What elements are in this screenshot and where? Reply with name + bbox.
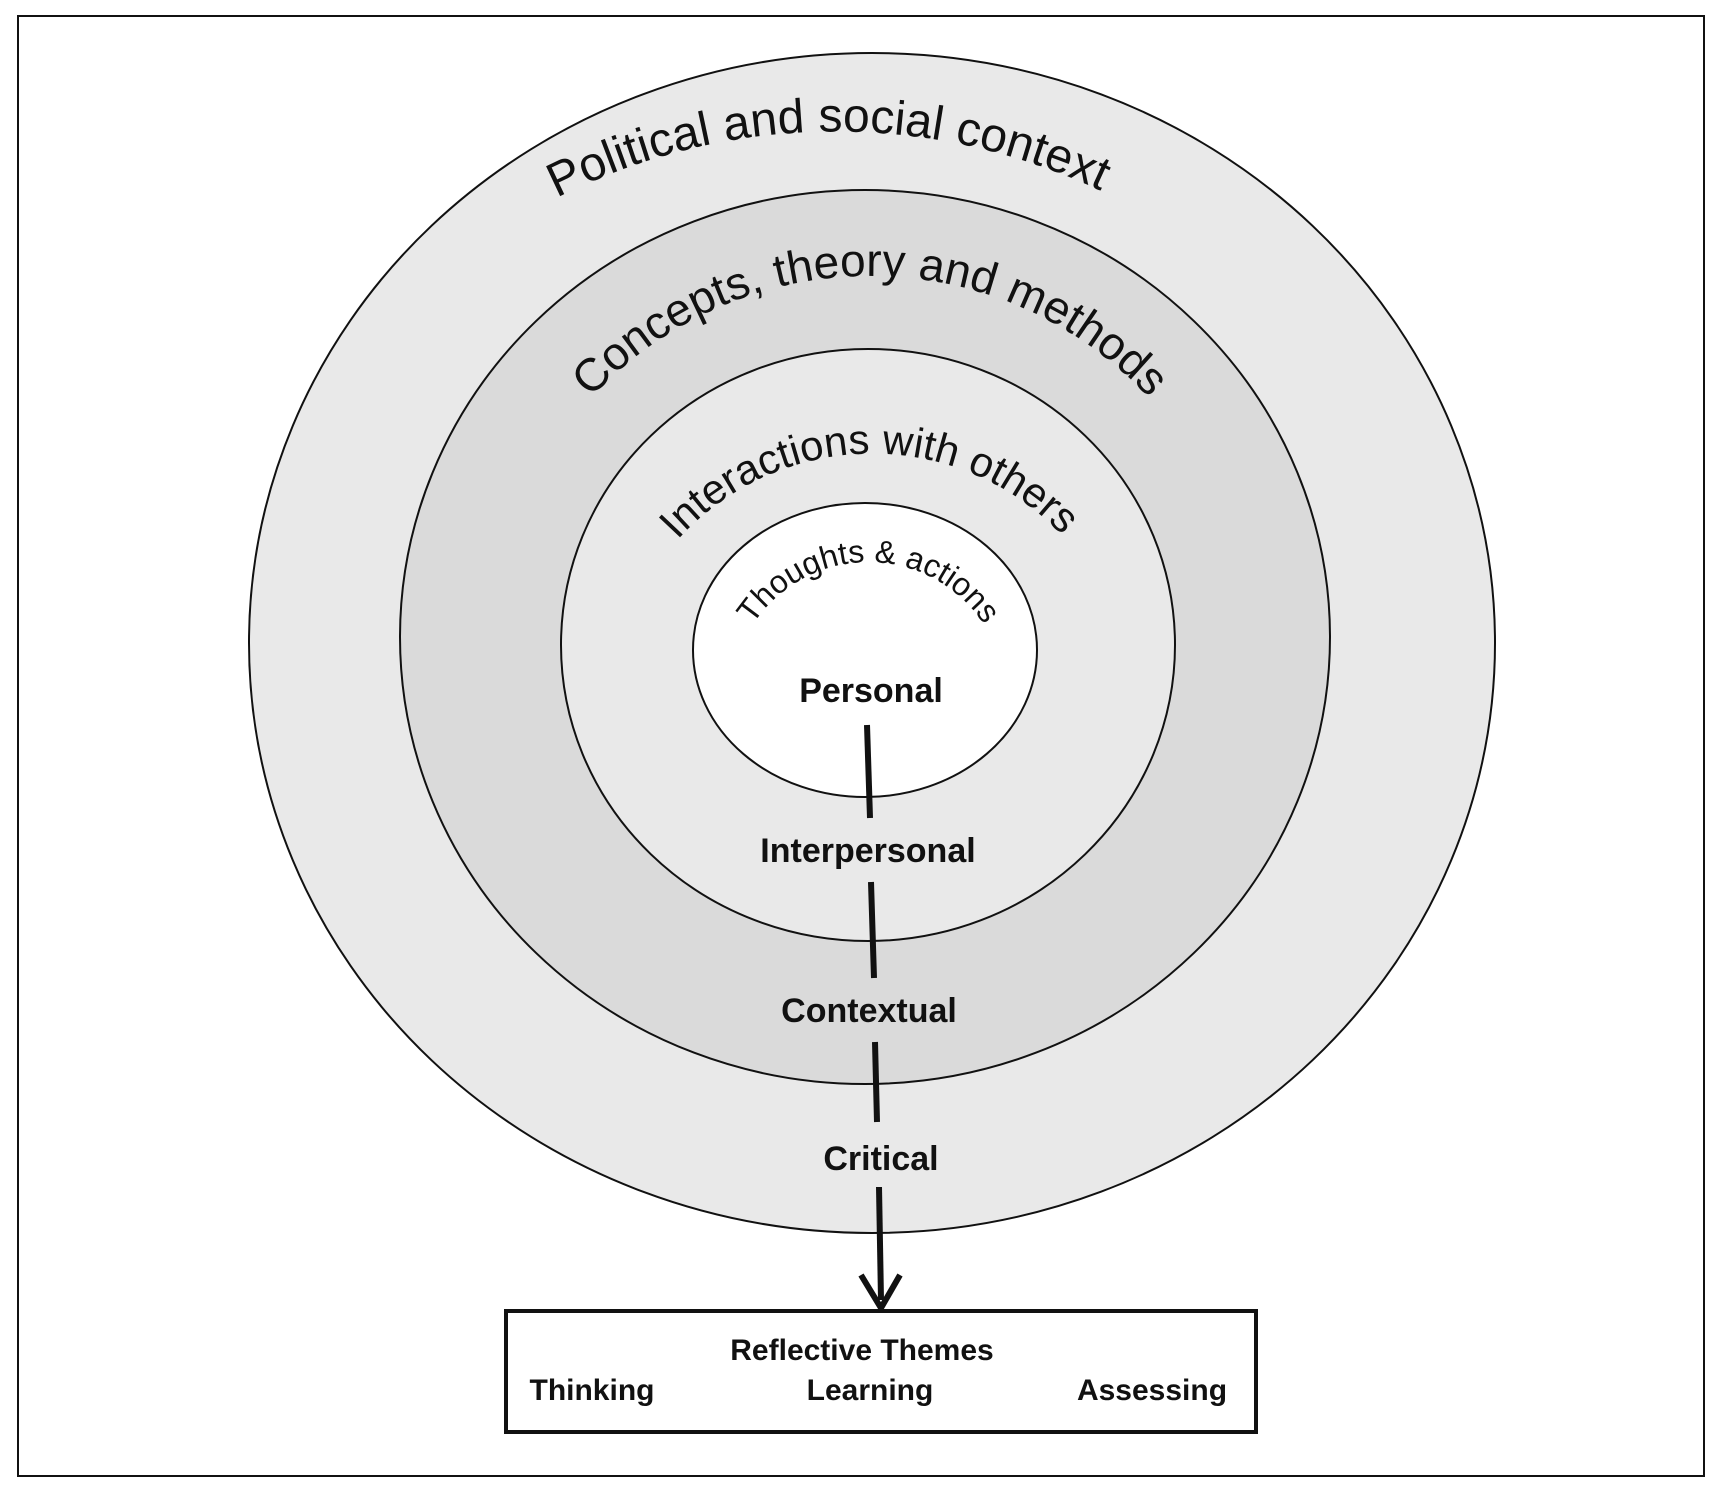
theme-assessing: Assessing <box>1077 1374 1227 1407</box>
theme-learning: Learning <box>807 1374 934 1407</box>
reflective-themes-title: Reflective Themes <box>730 1334 993 1367</box>
ring-thoughts-actions <box>692 502 1038 798</box>
level-personal: Personal <box>799 672 943 710</box>
connector-interpersonal-contextual <box>868 881 877 979</box>
connector-contextual-critical <box>872 1041 880 1123</box>
theme-thinking: Thinking <box>530 1374 655 1407</box>
level-interpersonal: Interpersonal <box>760 832 975 870</box>
arrowhead-icon <box>858 1273 903 1314</box>
level-contextual: Contextual <box>781 992 957 1030</box>
reflective-themes-box <box>504 1309 1258 1434</box>
connector-personal-interpersonal <box>864 724 873 819</box>
connector-critical-themes <box>876 1186 884 1301</box>
level-critical: Critical <box>823 1140 938 1178</box>
